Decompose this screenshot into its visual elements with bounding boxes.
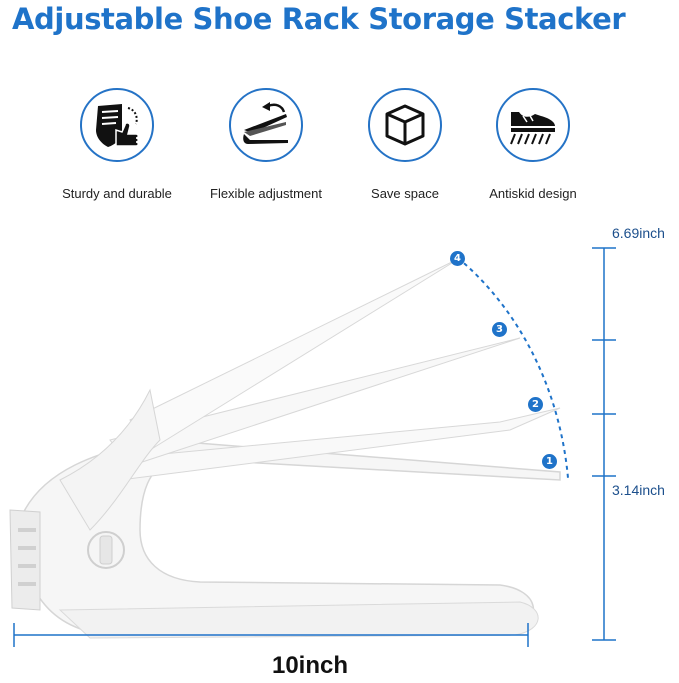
shoe-rack-illustration xyxy=(9,247,616,647)
feature-label: Sturdy and durable xyxy=(62,186,172,201)
feature-label: Antiskid design xyxy=(489,186,577,201)
feature-flexible: Flexible adjustment xyxy=(191,88,341,201)
feature-icon-circle xyxy=(229,88,303,162)
cube-icon xyxy=(385,104,425,146)
shield-thumbs-up-icon xyxy=(96,104,139,147)
min-height-label: 3.14inch xyxy=(612,482,665,498)
page-title: Adjustable Shoe Rack Storage Stacker xyxy=(12,2,626,36)
level-badge-4: 4 xyxy=(450,251,465,266)
feature-sturdy: Sturdy and durable xyxy=(42,88,192,201)
max-height-label: 6.69inch xyxy=(612,225,665,241)
shoe-grip-icon xyxy=(510,112,555,145)
feature-label: Save space xyxy=(371,186,439,201)
feature-antiskid: Antiskid design xyxy=(458,88,608,201)
feature-icon-circle xyxy=(80,88,154,162)
width-label: 10inch xyxy=(271,652,349,679)
feature-icon-circle xyxy=(496,88,570,162)
feature-icon-circle xyxy=(368,88,442,162)
feature-save-space: Save space xyxy=(330,88,480,201)
adjustable-rack-icon xyxy=(243,102,288,144)
level-badge-3: 3 xyxy=(492,322,507,337)
level-badge-2: 2 xyxy=(528,397,543,412)
feature-label: Flexible adjustment xyxy=(210,186,322,201)
level-badge-1: 1 xyxy=(542,454,557,469)
